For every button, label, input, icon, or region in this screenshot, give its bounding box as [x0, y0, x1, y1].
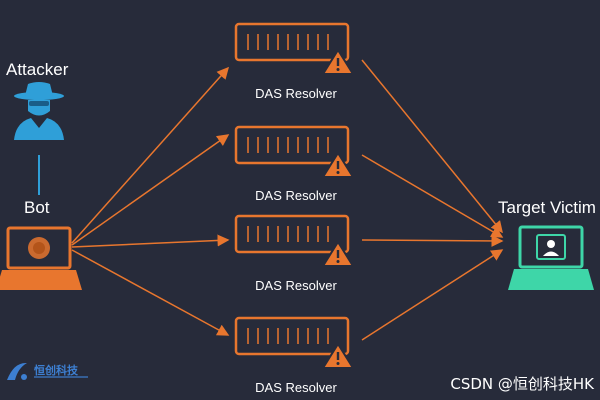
attacker-label: Attacker — [6, 60, 69, 79]
target-laptop-icon — [508, 225, 594, 290]
bot-label: Bot — [24, 198, 50, 217]
resolver-target-line-4 — [361, 249, 504, 341]
company-logo: 恒创科技 — [4, 358, 94, 390]
resolver-label-3: DAS Resolver — [255, 278, 337, 293]
logo-text: 恒创科技 — [34, 364, 78, 377]
bot-resolver-line-4 — [71, 249, 230, 336]
target-user-icon — [536, 234, 566, 260]
bot-to-resolver-lines — [71, 66, 230, 336]
csdn-watermark: CSDN @恒创科技HK — [450, 375, 594, 393]
resolver-server-icon-3 — [234, 214, 355, 267]
attacker-icon — [14, 82, 64, 140]
resolver-target-line-1 — [361, 59, 503, 234]
logo-mark-icon — [7, 362, 27, 380]
resolver-label-1: DAS Resolver — [255, 86, 337, 101]
resolver-server-icon-2 — [234, 125, 355, 178]
resolver-to-target-lines — [361, 59, 504, 341]
bot-resolver-line-3 — [71, 234, 230, 248]
logo-underline — [34, 376, 88, 378]
bot-resolver-line-1 — [71, 66, 229, 244]
resolver-server-icon-4 — [234, 316, 355, 369]
resolver-target-line-2 — [361, 154, 504, 238]
resolver-target-line-3 — [361, 234, 504, 247]
target-victim-label: Target Victim — [498, 198, 596, 217]
bot-laptop-icon — [0, 226, 82, 290]
resolver-server-icon-1 — [234, 22, 355, 75]
bot-resolver-line-2 — [71, 134, 230, 246]
resolver-label-4: DAS Resolver — [255, 380, 337, 395]
resolver-label-2: DAS Resolver — [255, 188, 337, 203]
